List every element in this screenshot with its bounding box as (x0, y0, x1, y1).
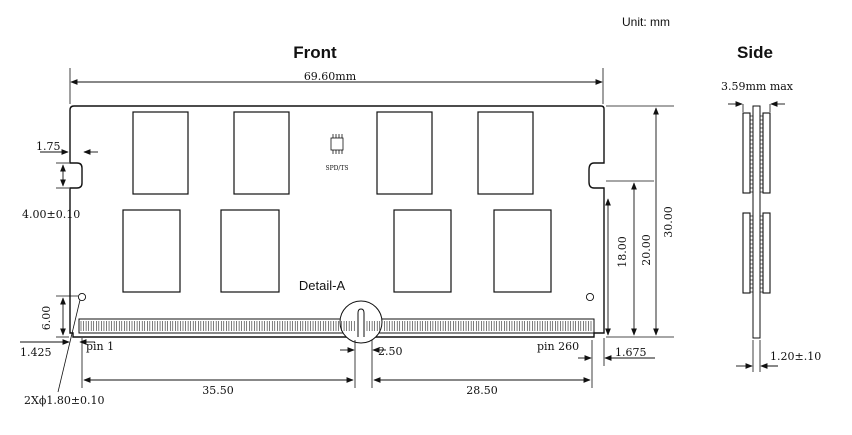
dim-notch-to-bottom: 20.00 (640, 234, 653, 266)
gold-finger-strip (78, 318, 595, 334)
memory-chip (220, 209, 280, 293)
memory-chip (376, 111, 433, 195)
side-chip (762, 212, 771, 294)
dim-left-edge: 1.425 (20, 346, 52, 359)
dim-key-width: 2.50 (378, 345, 403, 358)
memory-chip (132, 111, 189, 195)
memory-chip (493, 209, 552, 293)
pcb-outline (69, 105, 605, 338)
front-view (20, 68, 674, 393)
memory-chip (233, 111, 290, 195)
unit-label: Unit: mm (622, 15, 670, 29)
pin-260-label: pin 260 (537, 340, 579, 353)
dim-right-span: 28.50 (466, 384, 498, 397)
spd-chip-icon (330, 134, 344, 154)
side-chip (762, 112, 771, 194)
dim-overall-width: 69.60mm (304, 70, 357, 83)
dim-hole-height: 6.00 (40, 306, 53, 331)
dim-notch-height: 4.00±0.10 (22, 208, 80, 221)
detail-a-label: Detail-A (299, 278, 346, 293)
spd-chip-label: SPD/TS (325, 165, 348, 172)
dim-notch-width: 1.75 (36, 140, 61, 153)
front-view-title: Front (293, 43, 337, 62)
dim-pcb-thickness: 1.20±.10 (770, 350, 821, 363)
mounting-hole (77, 292, 87, 302)
memory-chip (122, 209, 181, 293)
dim-total-height: 30.00 (662, 206, 675, 238)
dim-hole-to-bottom: 18.00 (616, 236, 629, 268)
side-chip (742, 112, 751, 194)
gold-finger-pins (80, 321, 592, 331)
dim-hole-diameter: 2Xϕ1.80±0.10 (24, 394, 105, 407)
dim-left-span: 35.50 (202, 384, 234, 397)
side-view-title: Side (737, 43, 773, 62)
pin-1-label: pin 1 (86, 340, 114, 353)
side-view (728, 101, 785, 372)
mounting-hole (585, 292, 595, 302)
memory-chip (393, 209, 452, 293)
dim-side-thickness: 3.59mm max (721, 80, 794, 93)
side-pcb (752, 105, 761, 339)
key-notch (357, 308, 365, 337)
memory-chip (477, 111, 534, 195)
dim-right-edge: 1.675 (615, 346, 647, 359)
side-chip (742, 212, 751, 294)
